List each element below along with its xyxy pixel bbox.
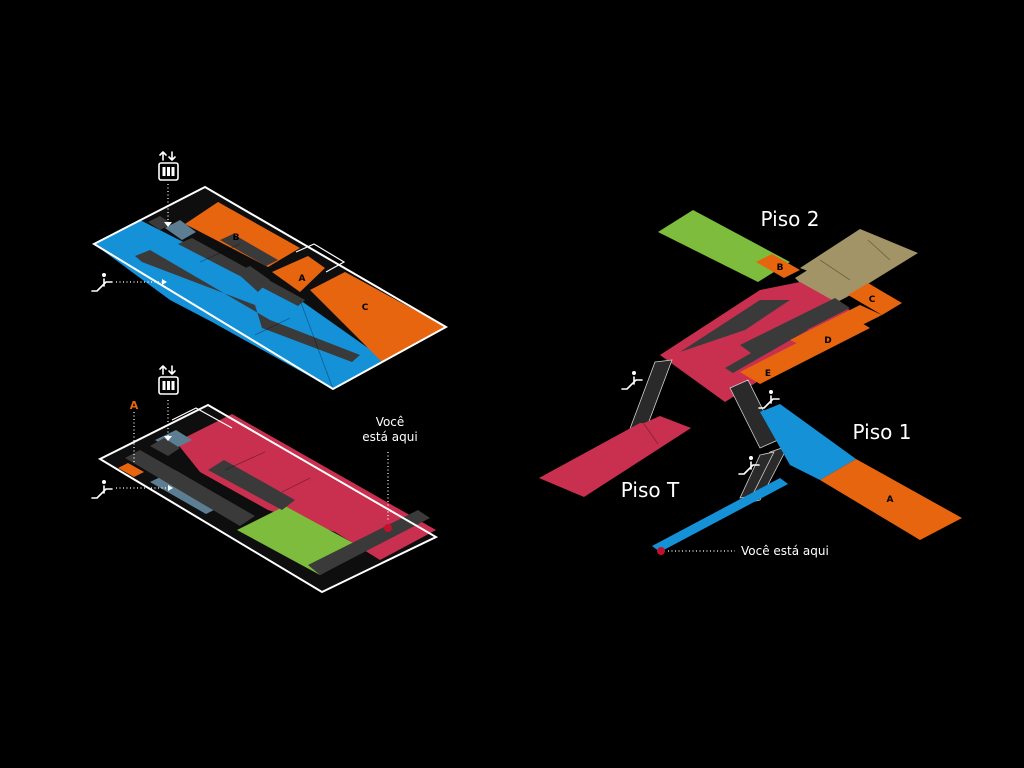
escalator-icon	[621, 371, 643, 390]
piso-2[interactable]	[658, 210, 918, 402]
you-are-here-label-line1: Você	[376, 415, 405, 429]
crimson-zone-main[interactable]	[176, 414, 436, 560]
escalator-icon	[738, 456, 760, 475]
escalator-stairs	[627, 359, 789, 505]
blue-zone-south[interactable]	[214, 300, 385, 389]
upper-floor-plan[interactable]: B A C	[91, 184, 449, 391]
corridor-lower	[125, 450, 255, 526]
lower-floor-plan[interactable]	[97, 400, 439, 594]
zone-b-label: B	[233, 233, 240, 243]
elevator-icon	[158, 365, 179, 395]
escalator-icon	[91, 273, 113, 292]
piso1-blue-zone[interactable]	[760, 404, 856, 480]
piso1-zone-a[interactable]	[820, 459, 962, 540]
piso-t[interactable]	[539, 416, 788, 552]
piso2-zone-b[interactable]	[756, 254, 800, 278]
piso2-zone-e-label: E	[765, 369, 771, 379]
zone-c[interactable]	[310, 272, 446, 362]
zone-b[interactable]	[185, 202, 300, 267]
zone-a-marker-label: A	[130, 399, 139, 412]
piso1-zone-a-label: A	[887, 495, 894, 505]
floor-label-piso-1: Piso 1	[853, 420, 912, 444]
zone-a-label: A	[299, 274, 306, 284]
corridor-upper	[135, 250, 360, 362]
piso2-zone-c-label: C	[869, 295, 876, 305]
piso2-green-zone[interactable]	[658, 210, 790, 282]
zone-a-lower[interactable]	[118, 463, 144, 477]
piso2-zone-d-label: D	[824, 336, 831, 346]
you-are-here-label-line2: está aqui	[362, 430, 417, 444]
piso2-zone-c[interactable]	[848, 283, 902, 315]
piso2-zone-e[interactable]	[740, 316, 870, 384]
pisot-blue-corridor[interactable]	[652, 478, 788, 552]
escalator-icon	[91, 480, 113, 499]
you-are-here-marker	[657, 547, 665, 555]
zone-a[interactable]	[272, 256, 325, 292]
floor-label-piso-2: Piso 2	[761, 207, 820, 231]
zone-c-label: C	[362, 303, 369, 313]
piso2-zone-b-label: B	[777, 263, 784, 273]
piso-1[interactable]	[760, 404, 962, 540]
escalator-icon	[758, 390, 780, 409]
you-are-here-marker	[384, 524, 392, 532]
elevator-icon	[158, 151, 179, 181]
floor-label-piso-t: Piso T	[621, 478, 680, 502]
you-are-here-label: Você está aqui	[741, 544, 829, 558]
